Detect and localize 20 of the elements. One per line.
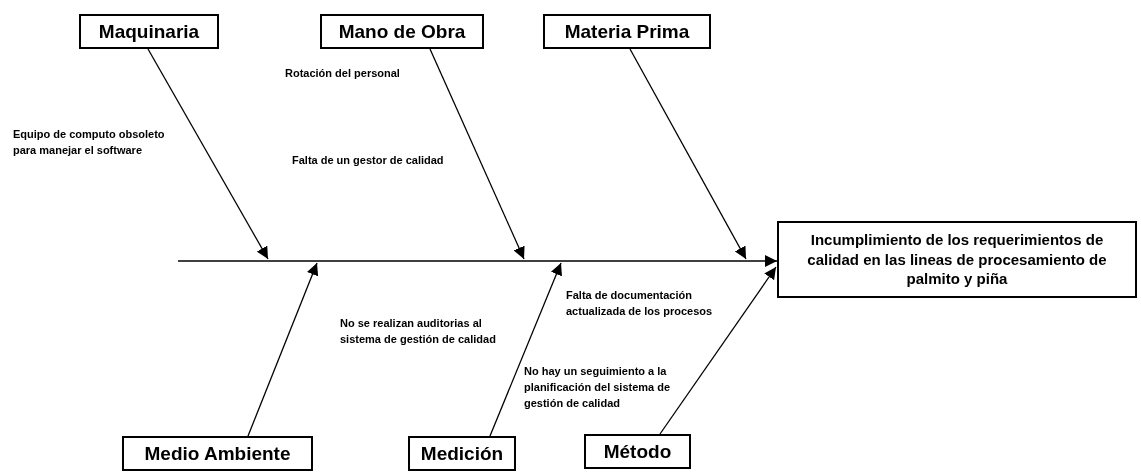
cause-text: No se realizan auditorias al sistema de gestión de calidad — [340, 316, 497, 347]
category-box: Materia Prima — [543, 14, 711, 49]
bone-arrow — [629, 48, 747, 260]
bone-arrow — [659, 266, 777, 435]
category-box: Mano de Obra — [320, 14, 484, 49]
cause-text: Falta de documentación actualizada de los procesos — [566, 288, 714, 319]
category-box: Medio Ambiente — [122, 436, 313, 471]
category-box: Método — [584, 434, 691, 469]
category-box: Medición — [408, 436, 516, 471]
spine-arrow — [177, 255, 778, 267]
cause-text: Equipo de computo obsoleto para manejar el software — [13, 127, 166, 158]
bone-arrow — [147, 48, 269, 260]
effect-box: Incumplimiento de los requerimientos de calidad en las lineas de procesamiento de palmito y piña — [777, 221, 1137, 298]
bone-arrow — [247, 262, 319, 437]
cause-text: Rotación del personal — [285, 66, 401, 81]
cause-text: Falta de un gestor de calidad — [292, 153, 445, 168]
cause-text: No hay un seguimiento a la planificación del sistema de gestión de calidad — [524, 364, 672, 411]
bone-arrow — [489, 262, 562, 437]
category-box: Maquinaria — [79, 14, 219, 49]
bone-arrow — [429, 48, 525, 260]
